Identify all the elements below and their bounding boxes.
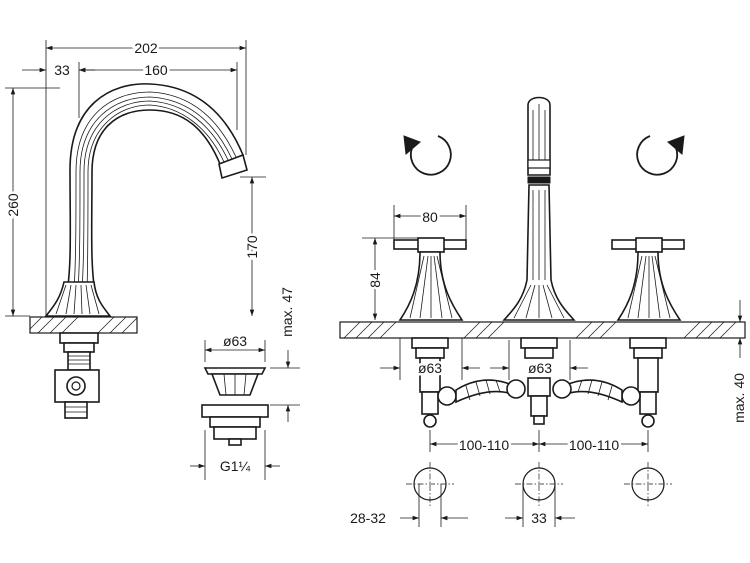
- hole-diameter-label: 33: [531, 510, 547, 526]
- dim-170-label: 170: [244, 235, 260, 259]
- dim-left-base: ø63: [380, 338, 480, 380]
- dim-max-40-label: max. 40: [731, 373, 747, 423]
- dim-170: 170: [240, 176, 266, 316]
- dim-left-base-label: ø63: [418, 360, 442, 376]
- dim-202-label: 202: [134, 40, 158, 56]
- dim-spacing: 100-110 100-110: [429, 430, 649, 456]
- dim-center-base-label: ø63: [528, 360, 552, 376]
- spout-side-view: 202 33 160 260 170: [3, 38, 266, 419]
- left-valve-handle: [393, 237, 467, 359]
- drain-diameter-label: ø63: [223, 333, 247, 349]
- drain-thread-label: G1¼: [220, 458, 251, 474]
- dim-80: 80: [393, 205, 467, 240]
- deck-section-left: [29, 316, 138, 334]
- connection-hoses: [419, 357, 659, 428]
- hole-range-label: 28-32: [350, 510, 386, 526]
- counterclockwise-arrow-icon: [403, 135, 452, 176]
- dim-80-label: 80: [422, 209, 438, 225]
- right-valve-handle: [611, 237, 685, 359]
- dim-84-label: 84: [367, 272, 383, 288]
- clockwise-arrow-icon: [636, 135, 685, 176]
- drain-max-height-label: max. 47: [279, 287, 295, 337]
- spout-gooseneck: [44, 83, 248, 419]
- drain-assembly: ø63 G1¼ max. 47: [190, 287, 300, 480]
- dim-spacing-left-label: 100-110: [459, 437, 510, 453]
- dim-84: 84: [362, 237, 420, 320]
- dim-160-label: 160: [144, 62, 168, 78]
- dim-260-label: 260: [5, 193, 21, 217]
- dim-202: 202: [45, 38, 247, 316]
- dim-33-label: 33: [54, 62, 70, 78]
- center-spout: [502, 96, 576, 359]
- dim-260: 260: [3, 87, 60, 317]
- dim-160: 160: [79, 60, 238, 130]
- deck-section-right: [339, 321, 746, 339]
- dim-spacing-right-label: 100-110: [569, 437, 620, 453]
- dim-center-base: ø63: [490, 340, 588, 380]
- hole-pattern: 28-32 33: [350, 462, 672, 527]
- three-hole-front-view: 80 84 ø63 ø63 max. 40: [339, 96, 747, 527]
- dim-max-40: max. 40: [731, 300, 747, 423]
